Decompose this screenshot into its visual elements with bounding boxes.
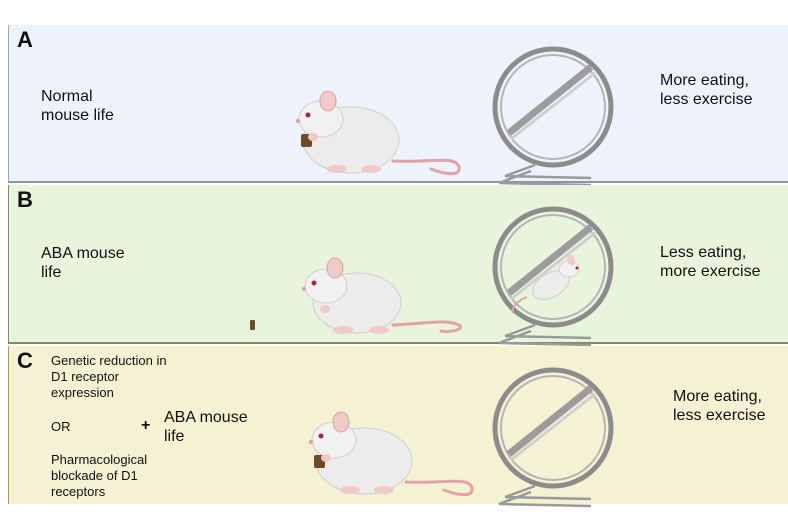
mouse-standing-icon: [300, 256, 462, 336]
mouse-eating-icon: [307, 410, 474, 497]
running-wheel-icon: [491, 33, 621, 193]
food-pellet-icon: [250, 320, 255, 330]
outcome-label: Less eating, more exercise: [660, 244, 761, 280]
panel-c: C Genetic reduction in D1 receptor expre…: [8, 346, 788, 504]
running-wheel-with-mouse-icon: [491, 193, 621, 353]
outcome-label: More eating, less exercise: [673, 388, 766, 424]
panel-letter: C: [17, 348, 33, 373]
mouse-eating-icon: [294, 89, 461, 176]
panel-b: B ABA mouse life Less eating, more exerc…: [8, 185, 788, 344]
running-wheel-icon: [491, 354, 621, 514]
panel-letter: B: [17, 187, 33, 212]
genetic-reduction-label: Genetic reduction in D1 receptor express…: [51, 353, 167, 400]
panel-a: A Normal mouse life More eating, less ex…: [8, 25, 788, 183]
pharmacological-blockade-label: Pharmacological blockade of D1 receptors: [51, 452, 148, 499]
condition-label: ABA mouse life: [41, 245, 125, 281]
or-label: OR: [51, 419, 71, 434]
condition-label: ABA mouse life: [164, 409, 248, 445]
condition-label: Normal mouse life: [41, 88, 114, 124]
outcome-label: More eating, less exercise: [660, 72, 753, 108]
plus-sign: +: [141, 417, 151, 434]
panel-letter: A: [17, 27, 33, 52]
